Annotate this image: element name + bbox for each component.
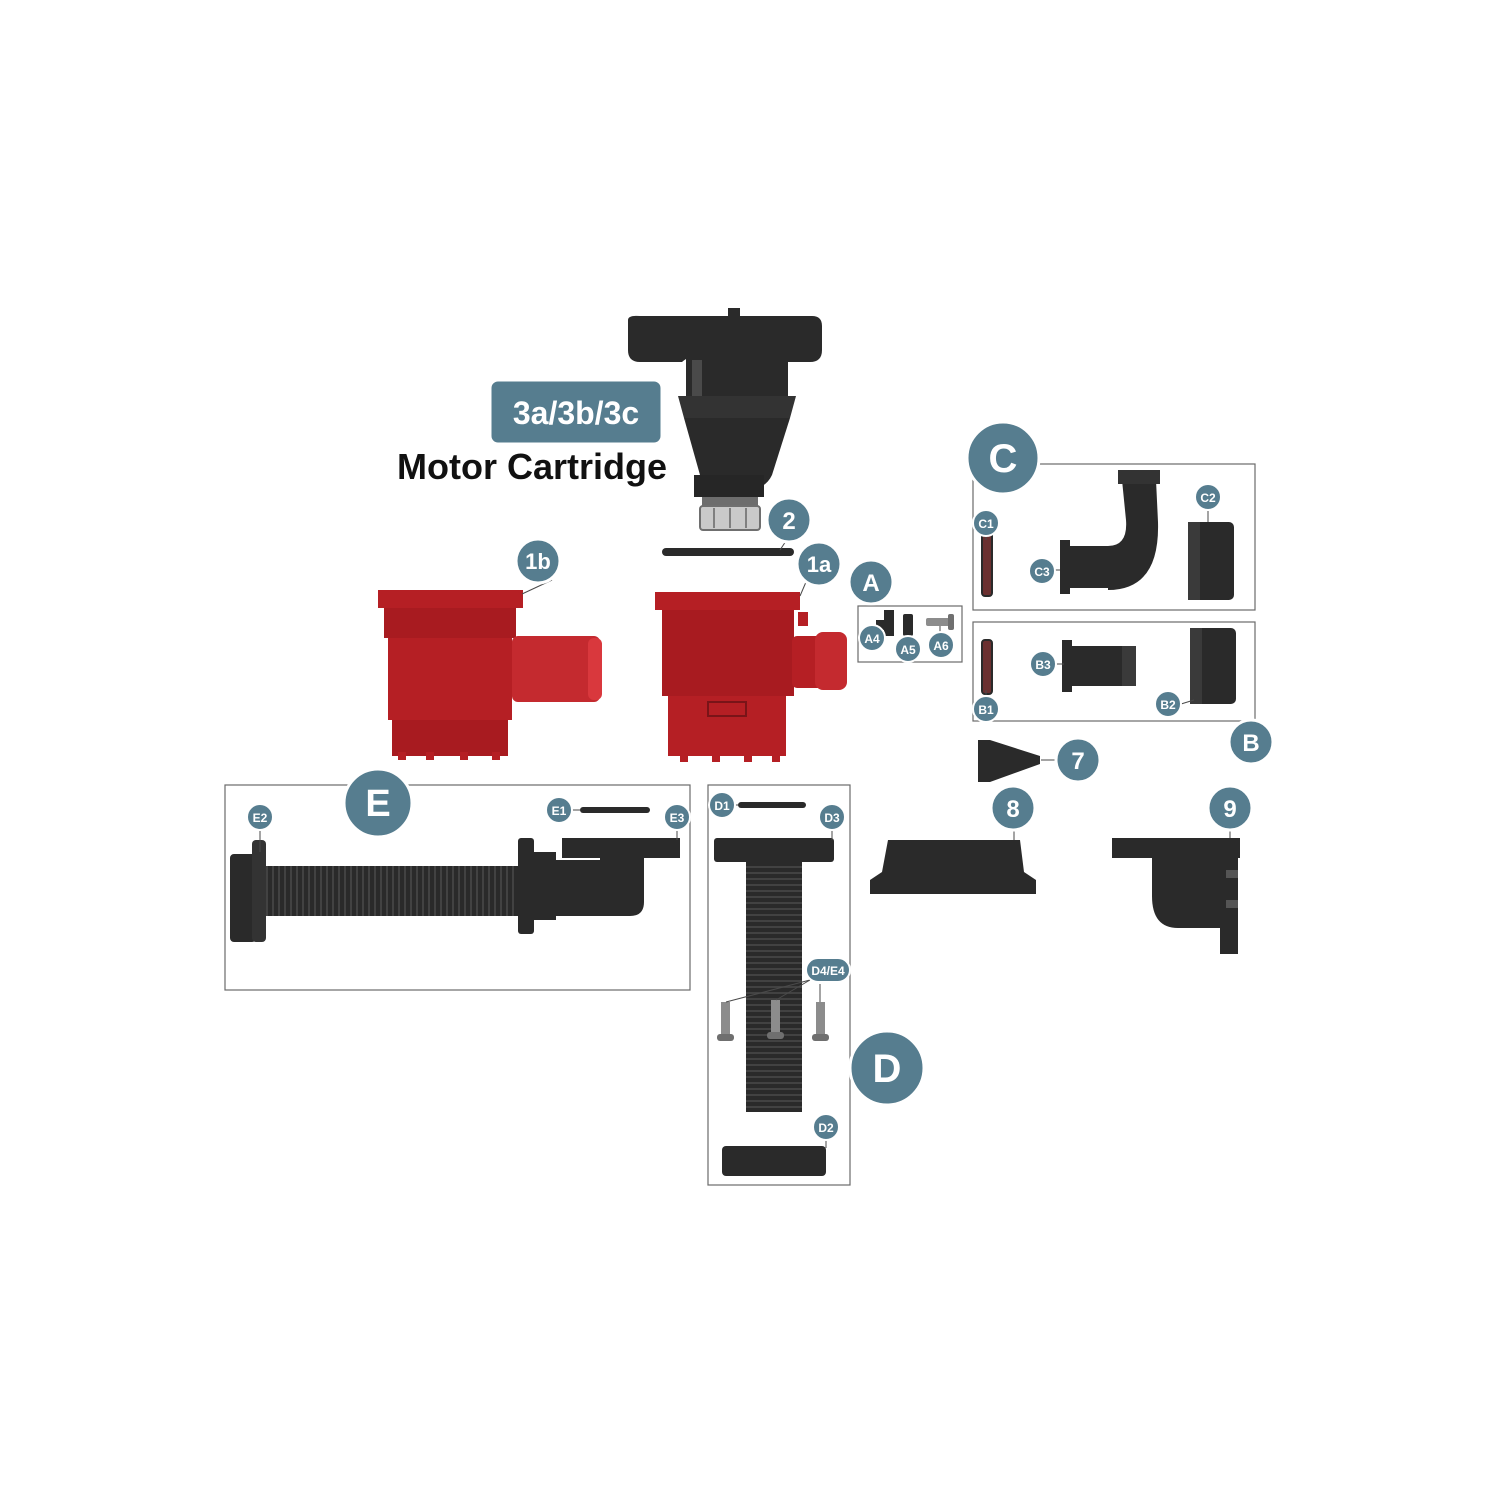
- d1-oring-part: [738, 802, 806, 808]
- callout-a6-label: A6: [933, 639, 949, 653]
- callout-e1-badge: [545, 796, 573, 824]
- callout-d-label: D: [873, 1047, 902, 1091]
- callout-e2-label: E2: [253, 811, 268, 825]
- a5-fitting-part: [903, 614, 913, 636]
- callout-b3-badge: [1029, 650, 1057, 678]
- callout-a5-label: A5: [900, 643, 916, 657]
- motor-title: Motor Cartridge: [397, 446, 667, 487]
- callout-b1-badge: [972, 695, 1000, 723]
- motor-cartridge-part: [628, 308, 822, 531]
- callout-d1-label: D1: [714, 799, 730, 813]
- callout-d2-badge: [812, 1113, 840, 1141]
- callout-1a-label: 1a: [807, 552, 832, 577]
- callout-b-label: B: [1242, 730, 1259, 757]
- kit-d-frame: [707, 784, 851, 1186]
- callout-c-label: C: [989, 437, 1018, 481]
- callout-2-label: 2: [782, 508, 795, 535]
- callout-d-badge: [848, 1029, 926, 1107]
- callout-e3-badge: [663, 803, 691, 831]
- callout-d4e4-badge: [805, 957, 851, 983]
- callout-c-badge: [965, 420, 1041, 496]
- callout-e-label: E: [365, 783, 390, 825]
- callout-9-badge: [1206, 784, 1254, 832]
- motor-code-label: 3a/3b/3c: [513, 395, 639, 431]
- strainer-cone-7-part: [978, 740, 1040, 782]
- callout-a-label: A: [862, 570, 879, 597]
- callout-b2-badge: [1154, 690, 1182, 718]
- callout-b1-label: B1: [978, 703, 994, 717]
- kit-e-frame: [224, 784, 691, 991]
- e2-flange-part: [230, 840, 266, 942]
- b1-gasket-part: [981, 639, 993, 695]
- kit-b-frame: [972, 621, 1256, 722]
- callout-e-badge: [342, 767, 414, 839]
- callout-c3-badge: [1028, 557, 1056, 585]
- callout-9-label: 9: [1223, 796, 1236, 823]
- callout-b2-label: B2: [1160, 698, 1176, 712]
- callout-d3-label: D3: [824, 811, 840, 825]
- e1-oring-part: [580, 807, 650, 813]
- o-ring-2-part: [662, 548, 794, 556]
- callout-7-badge: [1054, 736, 1102, 784]
- callout-7-label: 7: [1071, 748, 1084, 775]
- callout-c1-badge: [972, 509, 1000, 537]
- a6-bolt-part: [926, 614, 954, 630]
- d4-e4-screws-part: [717, 1000, 829, 1041]
- callout-c3-label: C3: [1034, 565, 1050, 579]
- callout-d2-label: D2: [818, 1121, 834, 1135]
- callout-a-badge: [847, 558, 895, 606]
- callout-8-label: 8: [1006, 796, 1019, 823]
- callout-c1-label: C1: [978, 517, 994, 531]
- callout-d4e4-label: D4/E4: [811, 964, 845, 978]
- a4-connector-part: [876, 610, 894, 636]
- c3-elbow-part: [1060, 470, 1160, 594]
- callout-b3-label: B3: [1035, 658, 1051, 672]
- motor-code-badge: [488, 378, 664, 446]
- housing-1a-part: [655, 592, 847, 762]
- callout-c2-badge: [1194, 483, 1222, 511]
- callout-1b-badge: [514, 537, 562, 585]
- callout-e2-badge: [246, 803, 274, 831]
- callout-a5-badge: [894, 635, 922, 663]
- callout-1b-label: 1b: [525, 549, 551, 574]
- b2-nut-part: [1190, 628, 1236, 704]
- callout-1a-badge: [795, 540, 843, 588]
- e-threaded-tube-part: [266, 866, 522, 916]
- callout-d1-badge: [708, 791, 736, 819]
- e3-elbow-part: [518, 838, 680, 934]
- kit-c-frame: [972, 463, 1256, 611]
- c2-nut-part: [1188, 522, 1234, 600]
- callout-8-badge: [989, 784, 1037, 832]
- d2-nut-part: [722, 1146, 826, 1176]
- b3-straight-part: [1062, 640, 1136, 692]
- callout-e3-label: E3: [670, 811, 685, 825]
- housing-1b-part: [378, 590, 602, 760]
- callout-a4-label: A4: [864, 632, 880, 646]
- callout-2-badge: [765, 496, 813, 544]
- callout-b-badge: [1227, 718, 1275, 766]
- d3-flange-part: [714, 838, 834, 862]
- c1-gasket-part: [981, 531, 993, 597]
- callout-c2-label: C2: [1200, 491, 1216, 505]
- callout-a4-badge: [858, 624, 886, 652]
- callout-e1-label: E1: [552, 804, 567, 818]
- bracket-base-9-part: [1112, 838, 1240, 954]
- d-threaded-tube-part: [746, 862, 802, 1112]
- callout-a6-badge: [927, 631, 955, 659]
- mount-base-8-part: [870, 840, 1036, 894]
- callout-d3-badge: [818, 803, 846, 831]
